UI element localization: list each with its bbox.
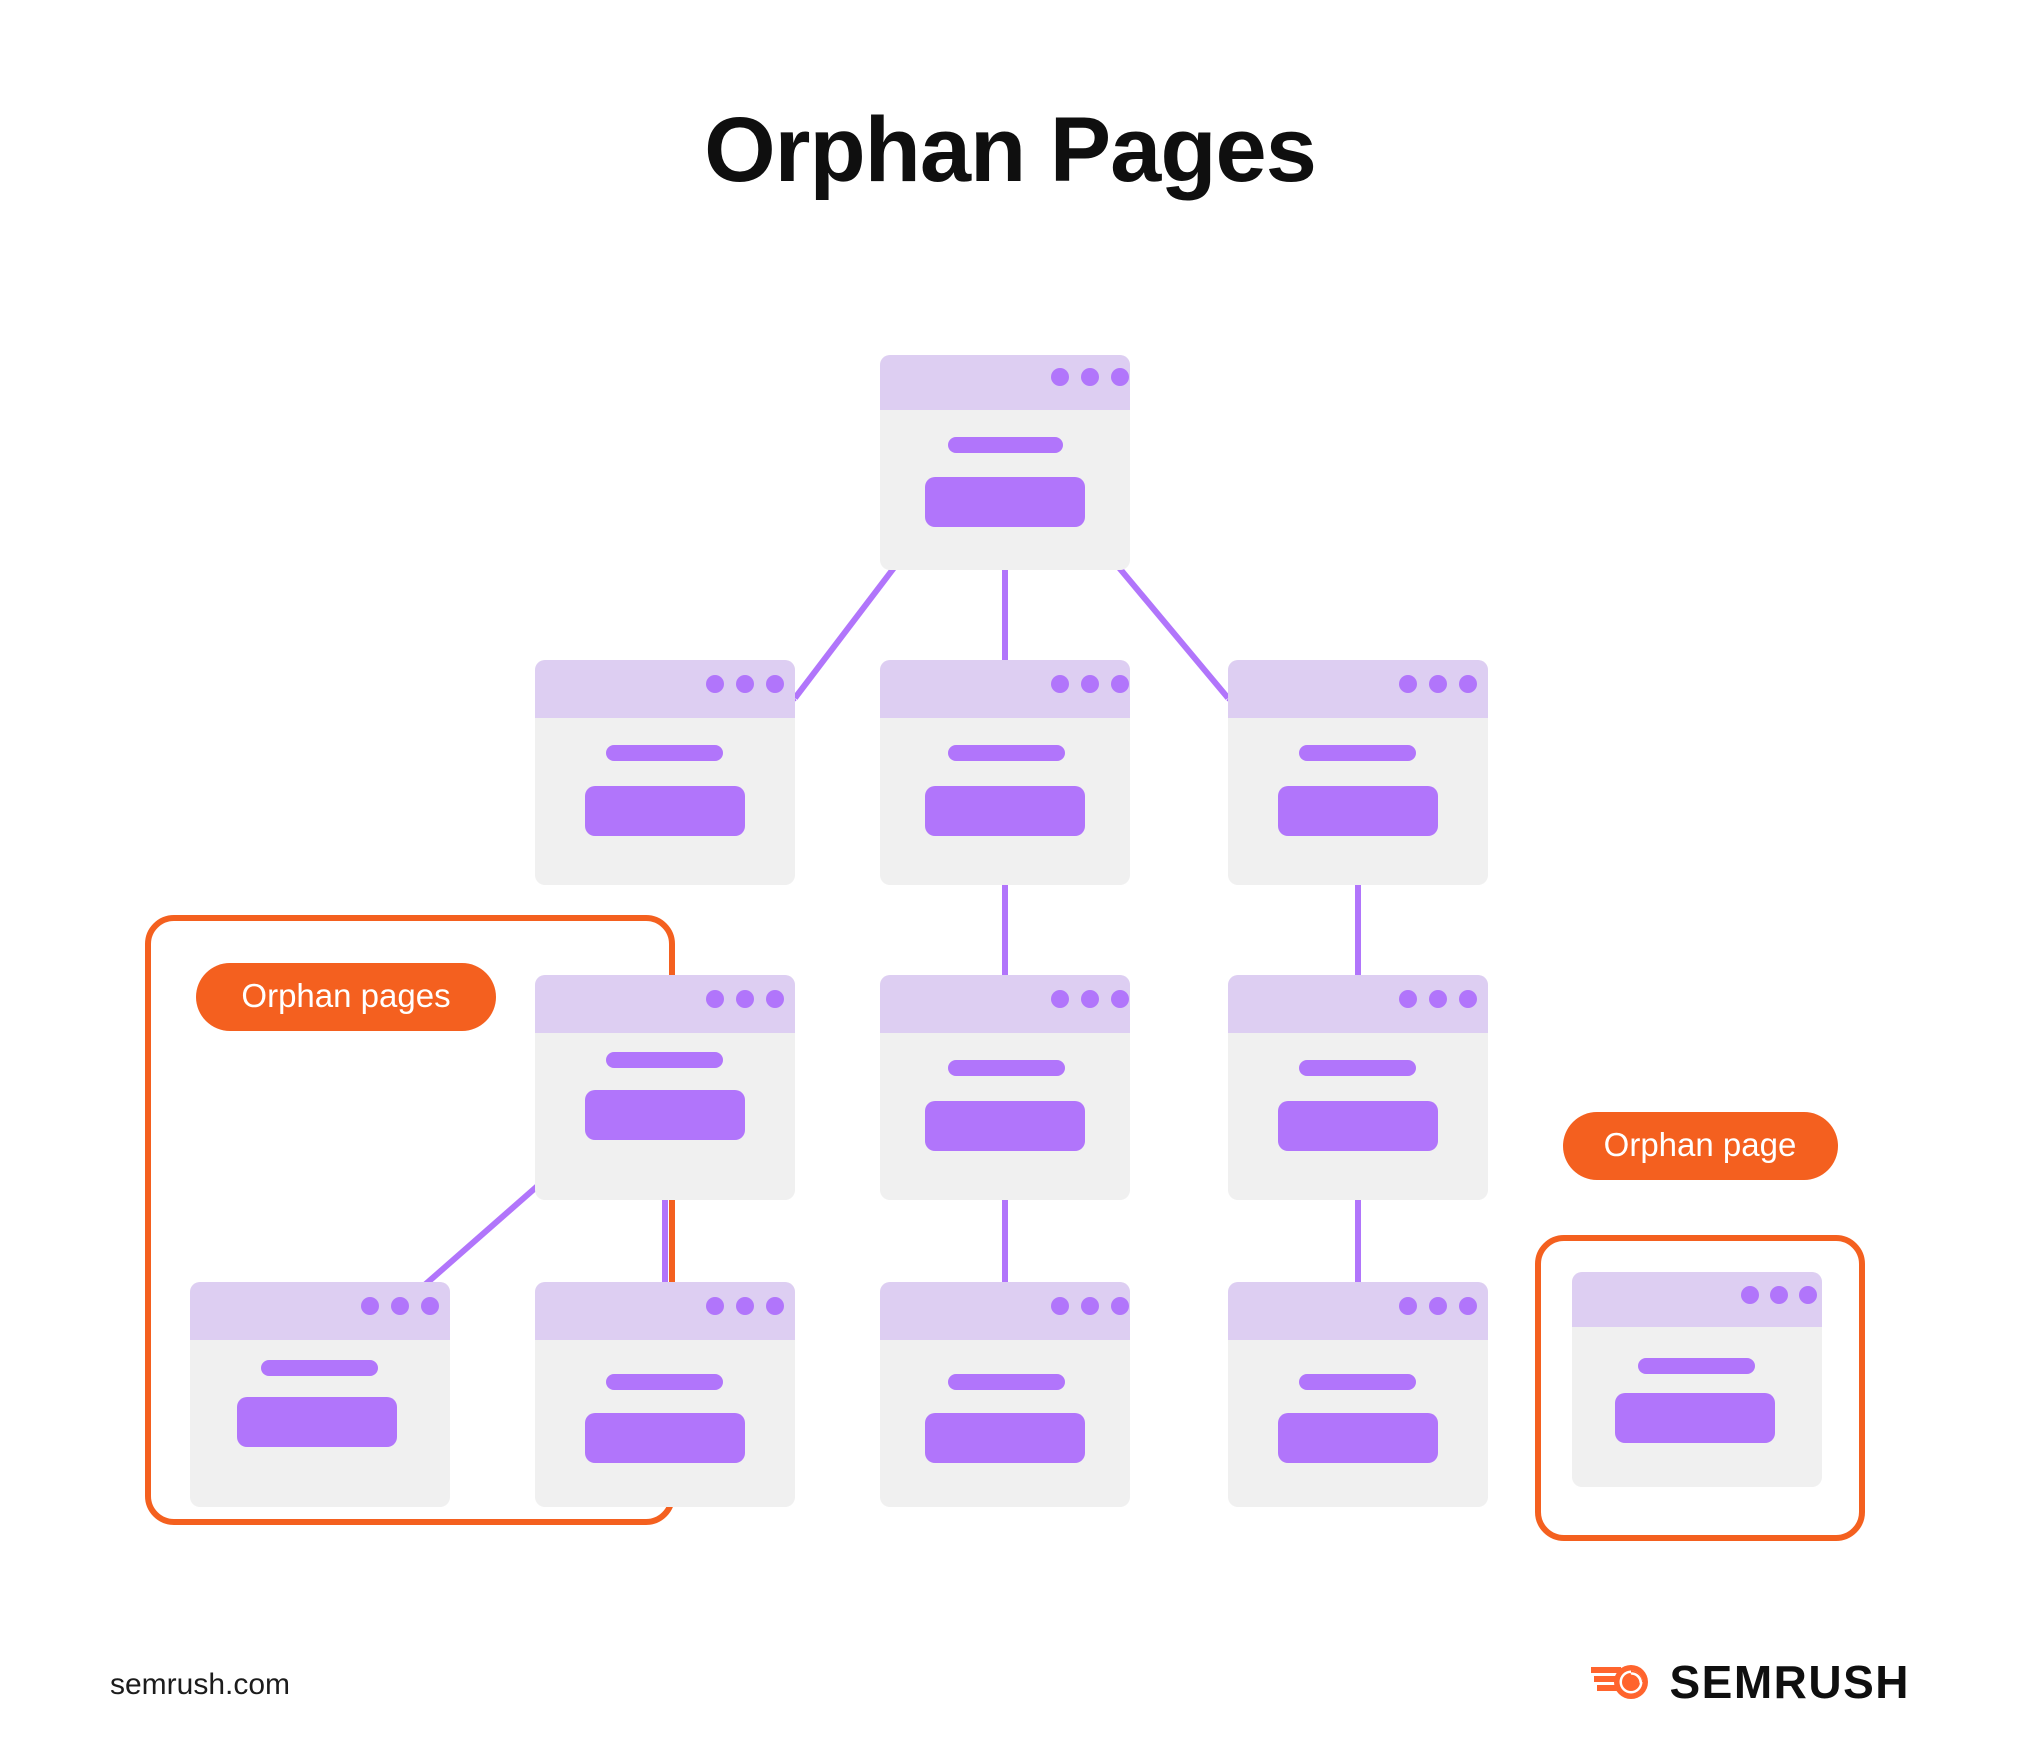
window-dot-3 [1111, 675, 1129, 693]
window-content-block [925, 786, 1085, 836]
window-text-bar [1299, 1374, 1416, 1390]
orphan-single-highlight-box [1535, 1235, 1865, 1541]
window-text-bar [261, 1360, 378, 1376]
window-titlebar [880, 975, 1130, 1033]
window-content-block [585, 1413, 745, 1463]
window-dot-1 [1051, 675, 1069, 693]
window-dot-1 [361, 1297, 379, 1315]
window-titlebar [880, 660, 1130, 718]
window-titlebar [190, 1282, 450, 1340]
window-dot-2 [736, 1297, 754, 1315]
node-window-l4-c[interactable] [1228, 1282, 1488, 1507]
window-content-block [1615, 1393, 1775, 1443]
window-dot-1 [1399, 990, 1417, 1008]
orphan-group-label-pill[interactable]: Orphan pages [196, 963, 496, 1031]
window-content-block [1278, 786, 1438, 836]
window-text-bar [1299, 745, 1416, 761]
window-dot-1 [1741, 1286, 1759, 1304]
orphan-single-label-pill[interactable]: Orphan page [1563, 1112, 1838, 1180]
window-titlebar [535, 975, 795, 1033]
window-titlebar [1228, 660, 1488, 718]
window-dot-3 [1111, 990, 1129, 1008]
node-window-l3-b[interactable] [880, 975, 1130, 1200]
window-text-bar [948, 1374, 1065, 1390]
page-title: Orphan Pages [704, 99, 1317, 201]
window-titlebar [535, 660, 795, 718]
semrush-wordmark: SEMRUSH [1669, 1656, 1910, 1708]
node-window-l2-a[interactable] [535, 660, 795, 885]
window-text-bar [948, 745, 1065, 761]
window-dot-2 [1081, 368, 1099, 386]
node-window-orphan-parent[interactable] [535, 975, 795, 1200]
window-dot-2 [1429, 675, 1447, 693]
window-text-bar [606, 1052, 723, 1068]
window-text-bar [948, 437, 1063, 453]
window-dot-3 [766, 990, 784, 1008]
window-titlebar [880, 355, 1130, 410]
pill-label: Orphan page [1604, 1126, 1797, 1163]
window-dot-3 [421, 1297, 439, 1315]
semrush-comet-icon [1591, 1665, 1649, 1699]
window-dot-3 [1459, 675, 1477, 693]
connector-lines [328, 525, 1361, 1382]
window-dot-3 [1799, 1286, 1817, 1304]
orphan-group-highlight-box [145, 915, 675, 1525]
node-window-l3-c[interactable] [1228, 975, 1488, 1200]
window-dot-1 [1051, 368, 1069, 386]
footer-url: semrush.com [110, 1668, 291, 1701]
node-window-l2-b[interactable] [880, 660, 1130, 885]
window-titlebar [1572, 1272, 1822, 1327]
window-dot-1 [706, 675, 724, 693]
window-text-bar [1638, 1358, 1755, 1374]
window-content-block [1278, 1413, 1438, 1463]
window-content-block [925, 1101, 1085, 1151]
node-window-l2-c[interactable] [1228, 660, 1488, 885]
node-window-l4-b[interactable] [880, 1282, 1130, 1507]
window-dot-2 [1081, 1297, 1099, 1315]
window-text-bar [606, 1374, 723, 1390]
window-content-block [925, 1413, 1085, 1463]
window-content-block [585, 1090, 745, 1140]
window-dot-3 [1459, 1297, 1477, 1315]
window-dot-3 [766, 1297, 784, 1315]
window-content-block [925, 477, 1085, 527]
window-dot-1 [1051, 990, 1069, 1008]
window-dot-2 [391, 1297, 409, 1315]
window-dot-2 [736, 990, 754, 1008]
window-dot-1 [706, 990, 724, 1008]
pill-background [196, 963, 496, 1031]
window-dot-2 [1081, 675, 1099, 693]
window-dot-3 [1459, 990, 1477, 1008]
window-titlebar [535, 1282, 795, 1340]
window-dot-1 [1051, 1297, 1069, 1315]
window-titlebar [1228, 975, 1488, 1033]
window-dot-3 [766, 675, 784, 693]
window-dot-2 [1429, 990, 1447, 1008]
window-content-block [237, 1397, 397, 1447]
window-content-block [585, 786, 745, 836]
node-window-orphan-child-right[interactable] [535, 1282, 795, 1507]
node-window-orphan-child-left[interactable] [190, 1282, 450, 1507]
window-dot-1 [1399, 1297, 1417, 1315]
window-text-bar [1299, 1060, 1416, 1076]
window-titlebar [1228, 1282, 1488, 1340]
window-dot-2 [1081, 990, 1099, 1008]
window-dot-1 [706, 1297, 724, 1315]
node-window-orphan-lone[interactable] [1572, 1272, 1822, 1487]
window-dot-2 [1429, 1297, 1447, 1315]
window-titlebar [880, 1282, 1130, 1340]
node-window-root[interactable] [880, 355, 1130, 570]
window-dot-2 [1770, 1286, 1788, 1304]
window-dot-2 [736, 675, 754, 693]
window-dot-3 [1111, 368, 1129, 386]
window-dot-1 [1399, 675, 1417, 693]
semrush-logo: SEMRUSH [1591, 1655, 1910, 1709]
pill-background [1563, 1112, 1838, 1180]
pill-label: Orphan pages [241, 977, 450, 1014]
window-text-bar [606, 745, 723, 761]
window-dot-3 [1111, 1297, 1129, 1315]
window-content-block [1278, 1101, 1438, 1151]
window-text-bar [948, 1060, 1065, 1076]
